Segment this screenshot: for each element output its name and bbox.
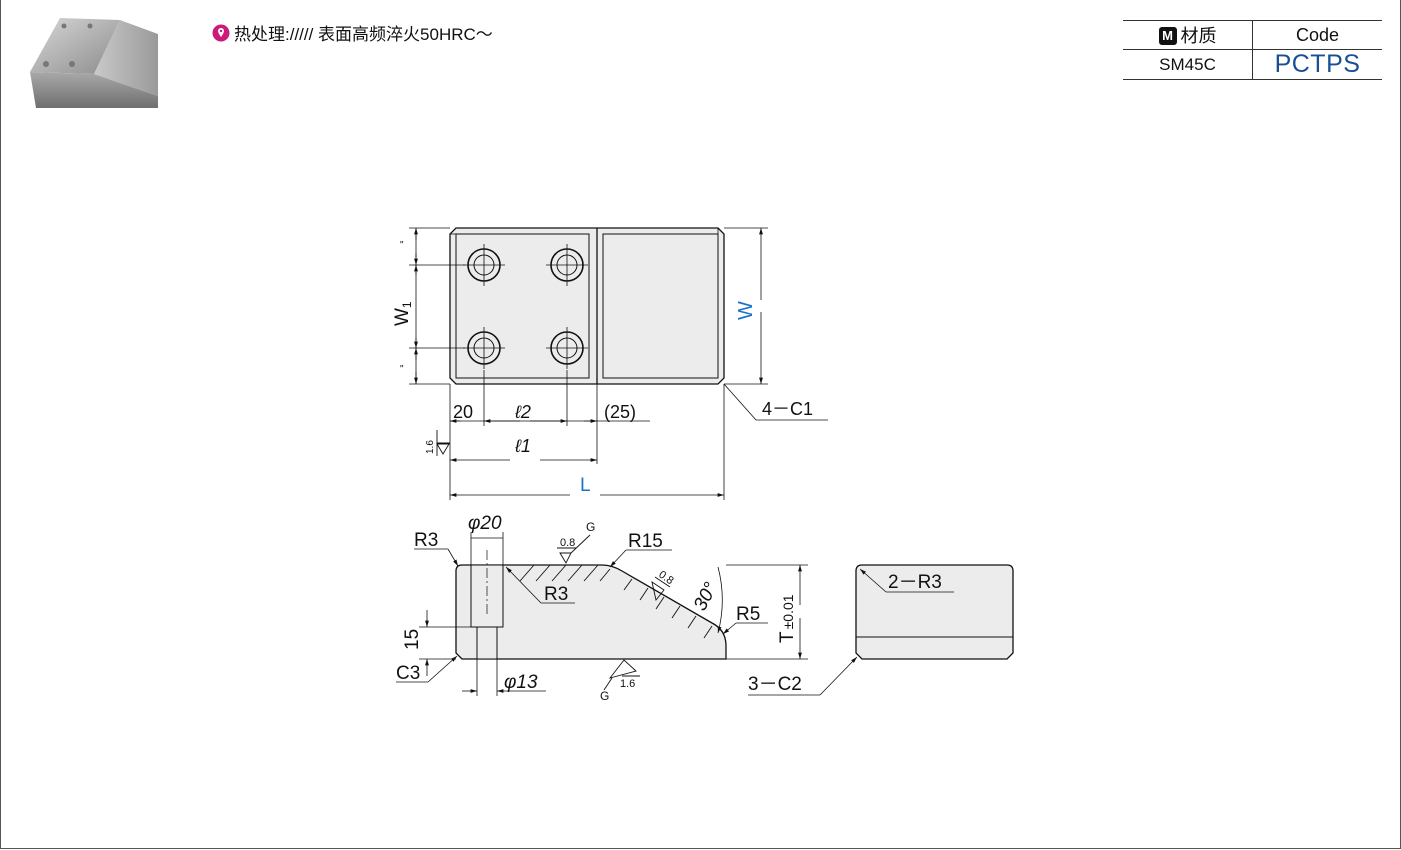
code-value: PCTPS xyxy=(1252,49,1382,80)
heat-treatment-text: 热处理:///// 表面高频淬火50HRC～ xyxy=(234,25,493,44)
dim-25-label: (25) xyxy=(604,402,636,422)
dim-t-tolerance: ±0.01 xyxy=(780,594,796,629)
bolt-hole xyxy=(546,327,588,369)
r3-left-label: R3 xyxy=(414,530,438,551)
product-photo xyxy=(30,18,158,108)
plan-view xyxy=(449,227,725,385)
dim-w1-subscript: 1 xyxy=(400,301,414,308)
dim-15-label: 15 xyxy=(402,629,423,650)
r5-label: R5 xyxy=(736,604,760,625)
heat-treatment-note: 热处理:///// 表面高频淬火50HRC～ xyxy=(212,20,493,45)
front-view xyxy=(455,532,727,696)
roughness-top-label: 0.8 xyxy=(560,537,575,549)
radius-2r3-label: 2－R3 xyxy=(888,572,942,593)
bolt-hole xyxy=(463,327,505,369)
dim-w-label: W xyxy=(735,301,757,320)
chamfer-3c2-label: 3－C2 xyxy=(748,674,802,695)
end-view xyxy=(748,564,1014,696)
phi20-label: φ20 xyxy=(468,513,502,534)
material-icon: M xyxy=(1158,27,1177,45)
dim-w1-label: W1 xyxy=(392,301,414,326)
chamfer-c1-label: 4－C1 xyxy=(762,399,813,419)
location-pin-icon xyxy=(212,24,230,41)
roughness-bottom-label: 1.6 xyxy=(620,678,635,690)
plan-dimensions xyxy=(409,227,828,500)
bolt-hole xyxy=(463,244,505,286)
phi13-label: φ13 xyxy=(504,672,538,693)
r3-inner-label: R3 xyxy=(544,584,568,605)
bolt-hole xyxy=(546,244,588,286)
roughness-bottom-grade: G xyxy=(600,689,609,703)
dim-w1-text: W xyxy=(392,308,413,326)
dim-tick-mark: " xyxy=(400,364,404,375)
dim-l2-label: ℓ2 xyxy=(514,402,531,422)
dim-t-text: T xyxy=(777,631,798,643)
roughness-top-grade: G xyxy=(586,520,595,534)
front-dimensions xyxy=(396,534,808,691)
dim-l1-label: ℓ1 xyxy=(514,436,531,456)
angle-30-label: 30° xyxy=(690,579,722,615)
material-value: SM45C xyxy=(1123,49,1253,80)
dim-20-label: 20 xyxy=(453,402,473,422)
dim-tick-mark: " xyxy=(400,240,404,251)
dim-t-label: T ±0.01 xyxy=(777,594,798,643)
r15-label: R15 xyxy=(628,531,663,552)
material-header: 材质 xyxy=(1180,26,1217,46)
dim-l-label: L xyxy=(580,475,591,496)
chamfer-c3-label: C3 xyxy=(396,663,420,684)
code-header: Code xyxy=(1252,20,1382,50)
roughness-plan-label: 1.6 xyxy=(425,440,436,454)
roughness-slope-label: 0.8 xyxy=(656,569,675,588)
